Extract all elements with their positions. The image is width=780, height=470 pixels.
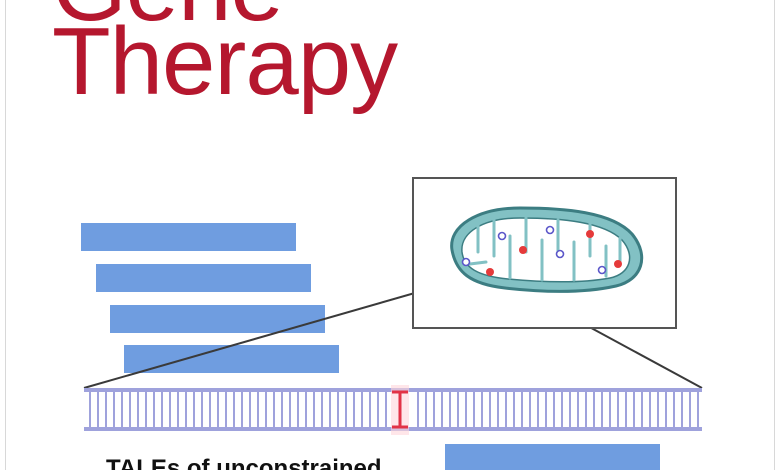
blue-dot — [597, 265, 607, 275]
blue-dot — [545, 225, 555, 235]
tale-bar-4 — [124, 345, 339, 373]
cover-caption: TALEs of unconstrained — [106, 455, 382, 470]
red-dot — [486, 268, 494, 276]
journal-title-line-2: Therapy — [52, 8, 398, 115]
blue-dot — [555, 249, 565, 259]
blue-dot — [497, 231, 507, 241]
dna-strand — [84, 385, 702, 435]
dna-target-marker — [391, 385, 409, 435]
red-dot — [586, 230, 594, 238]
tale-bar-2 — [96, 264, 311, 292]
journal-title-line-1: Gene — [52, 0, 284, 36]
blue-dot — [461, 257, 471, 267]
cover-edge-right — [774, 0, 775, 470]
cover-edge-left — [5, 0, 6, 470]
red-dot — [614, 260, 622, 268]
red-dot — [519, 246, 527, 254]
tale-bar-5 — [445, 444, 660, 470]
tale-bar-1 — [81, 223, 296, 251]
mitochondrion-icon — [450, 206, 644, 293]
